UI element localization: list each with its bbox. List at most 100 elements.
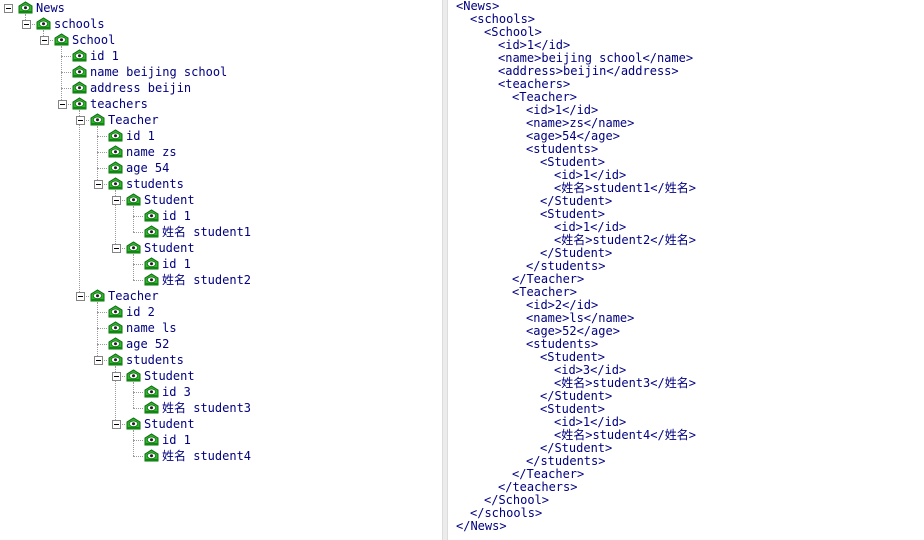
xml-source-line: <姓名>student2</姓名>: [554, 233, 696, 247]
xml-node-icon: [144, 273, 159, 286]
tree-node-label[interactable]: id 1: [162, 433, 191, 447]
collapse-toggle-icon[interactable]: [94, 180, 103, 189]
xml-source-line: <姓名>student3</姓名>: [554, 376, 696, 390]
tree-node-label[interactable]: address beijin: [90, 81, 192, 95]
xml-node-icon: [72, 49, 87, 62]
xml-source-line: </News>: [456, 519, 507, 533]
tree-node-label[interactable]: id 1: [126, 129, 155, 143]
tree-node-label[interactable]: age 52: [126, 337, 170, 351]
tree-connector: [133, 456, 143, 457]
tree-connector: [61, 72, 71, 73]
tree-connector: [115, 190, 116, 248]
xml-node-icon: [18, 1, 33, 14]
xml-source-line: <Student>: [540, 155, 606, 169]
tree-node-label[interactable]: schools: [54, 17, 105, 31]
xml-node-icon: [144, 385, 159, 398]
xml-node-icon: [108, 305, 123, 318]
collapse-toggle-icon[interactable]: [112, 372, 121, 381]
tree-connector: [97, 136, 107, 137]
tree-node-label[interactable]: Student: [144, 193, 195, 207]
tree-node-label[interactable]: Teacher: [108, 113, 159, 127]
tree-connector: [43, 30, 44, 40]
xml-source-line: </School>: [484, 493, 550, 507]
xml-source-line: <id>1</id>: [554, 220, 627, 234]
tree-node-label[interactable]: teachers: [90, 97, 148, 111]
xml-source-line: <name>zs</name>: [526, 116, 635, 130]
xml-source-line: <Student>: [540, 402, 606, 416]
tree-connector: [133, 232, 143, 233]
tree-connector: [133, 392, 143, 393]
collapse-toggle-icon[interactable]: [40, 36, 49, 45]
tree-node-label[interactable]: School: [72, 33, 116, 47]
xml-source-line: <姓名>student1</姓名>: [554, 181, 696, 195]
tree-node-label[interactable]: id 2: [126, 305, 155, 319]
xml-node-icon: [36, 17, 51, 30]
collapse-toggle-icon[interactable]: [112, 196, 121, 205]
collapse-toggle-icon[interactable]: [112, 244, 121, 253]
tree-node-label[interactable]: students: [126, 177, 184, 191]
xml-source-line: <age>52</age>: [526, 324, 620, 338]
tree-node-label[interactable]: Student: [144, 369, 195, 383]
tree-node-label[interactable]: 姓名 student3: [162, 401, 252, 415]
tree-node-label[interactable]: age 54: [126, 161, 170, 175]
pane-splitter[interactable]: [442, 0, 448, 540]
collapse-toggle-icon[interactable]: [22, 20, 31, 29]
collapse-toggle-icon[interactable]: [94, 356, 103, 365]
xml-source-line: <School>: [484, 25, 542, 39]
xml-node-icon: [144, 225, 159, 238]
tree-connector: [133, 264, 143, 265]
xml-source-line: </teachers>: [498, 480, 578, 494]
tree-connector: [97, 312, 107, 313]
xml-source-line: <id>1</id>: [554, 415, 627, 429]
collapse-toggle-icon[interactable]: [76, 292, 85, 301]
xml-node-icon: [144, 209, 159, 222]
tree-node-label[interactable]: id 3: [162, 385, 191, 399]
xml-node-icon: [72, 97, 87, 110]
tree-node-label[interactable]: Student: [144, 417, 195, 431]
xml-node-icon: [126, 417, 141, 430]
xml-node-icon: [108, 337, 123, 350]
xml-node-icon: [108, 321, 123, 334]
tree-connector: [133, 430, 134, 456]
xml-source-line: <姓名>student4</姓名>: [554, 428, 696, 442]
tree-node-label[interactable]: 姓名 student2: [162, 273, 252, 287]
tree-node-label[interactable]: id 1: [162, 257, 191, 271]
xml-source-line: </students>: [526, 454, 606, 468]
xml-source-line: <id>2</id>: [526, 298, 599, 312]
tree-node-label[interactable]: name ls: [126, 321, 177, 335]
tree-node-label[interactable]: Teacher: [108, 289, 159, 303]
tree-connector: [97, 328, 107, 329]
xml-source-view: <News><schools><School><id>1</id><name>b…: [448, 0, 924, 540]
tree-connector: [133, 382, 134, 408]
xml-source-line: <Teacher>: [512, 90, 578, 104]
xml-source-line: <Student>: [540, 207, 606, 221]
xml-node-icon: [108, 353, 123, 366]
xml-source-line: </students>: [526, 259, 606, 273]
xml-source-line: <id>1</id>: [526, 103, 599, 117]
xml-node-icon: [126, 369, 141, 382]
tree-node-label[interactable]: name zs: [126, 145, 177, 159]
xml-node-icon: [108, 161, 123, 174]
tree-node-label[interactable]: id 1: [90, 49, 119, 63]
collapse-toggle-icon[interactable]: [76, 116, 85, 125]
tree-node-label[interactable]: Student: [144, 241, 195, 255]
collapse-toggle-icon[interactable]: [4, 4, 13, 13]
tree-node-label[interactable]: id 1: [162, 209, 191, 223]
collapse-toggle-icon[interactable]: [58, 100, 67, 109]
tree-node-label[interactable]: 姓名 student4: [162, 449, 252, 463]
tree-connector: [133, 254, 134, 280]
xml-source-line: </schools>: [470, 506, 543, 520]
collapse-toggle-icon[interactable]: [112, 420, 121, 429]
tree-node-label[interactable]: 姓名 student1: [162, 225, 252, 239]
xml-node-icon: [108, 129, 123, 142]
xml-source-line: <id>3</id>: [554, 363, 627, 377]
tree-connector: [79, 110, 80, 296]
tree-connector: [97, 168, 107, 169]
tree-node-label[interactable]: name beijing school: [90, 65, 228, 79]
tree-connector: [133, 440, 143, 441]
tree-node-label[interactable]: students: [126, 353, 184, 367]
tree-connector: [97, 152, 107, 153]
tree-node-label[interactable]: News: [36, 1, 65, 15]
xml-node-icon: [144, 433, 159, 446]
